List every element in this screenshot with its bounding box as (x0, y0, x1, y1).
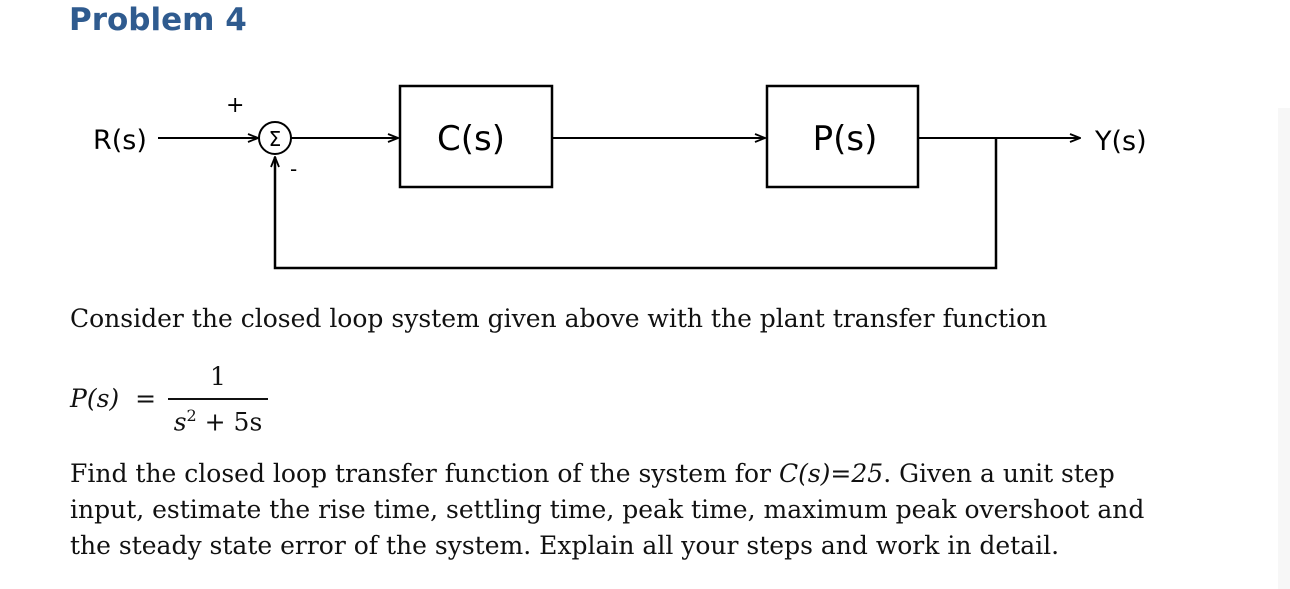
equals-sign: = (135, 384, 157, 413)
intro-text: Consider the closed loop system given ab… (70, 304, 1048, 333)
fraction-denominator: s2 + 5s (173, 406, 263, 437)
fraction-bar (168, 398, 268, 400)
block-diagram: R(s) + Σ - C(s) P(s) Y(s) (93, 84, 1147, 270)
controller-value: C(s)=25 (778, 459, 884, 488)
problem-heading: Problem 4 (69, 2, 247, 38)
input-label: R(s) (93, 125, 147, 156)
controller-block (398, 84, 554, 189)
question-line-2: input, estimate the rise time, settling … (70, 495, 1145, 524)
question-line-3: the steady state error of the system. Ex… (70, 531, 1060, 560)
page-edge-strip (1278, 108, 1290, 589)
plus-sign: + (226, 93, 244, 118)
summer-symbol: Σ (269, 127, 282, 151)
equation-lhs: P(s) = (70, 384, 156, 413)
equation-lhs-text: P(s) (70, 384, 120, 413)
fraction-numerator: 1 (210, 362, 226, 391)
feedback-path (275, 138, 998, 270)
plant-label: P(s) (813, 119, 878, 159)
output-label: Y(s) (1094, 126, 1147, 157)
question-line-1: Find the closed loop transfer function o… (70, 459, 1115, 488)
question-text: Find the closed loop transfer function o… (70, 456, 1230, 564)
plant-block (765, 84, 920, 189)
minus-sign: - (290, 157, 297, 181)
controller-label: C(s) (437, 119, 505, 159)
transfer-function-fraction: 1 s2 + 5s (168, 358, 268, 437)
